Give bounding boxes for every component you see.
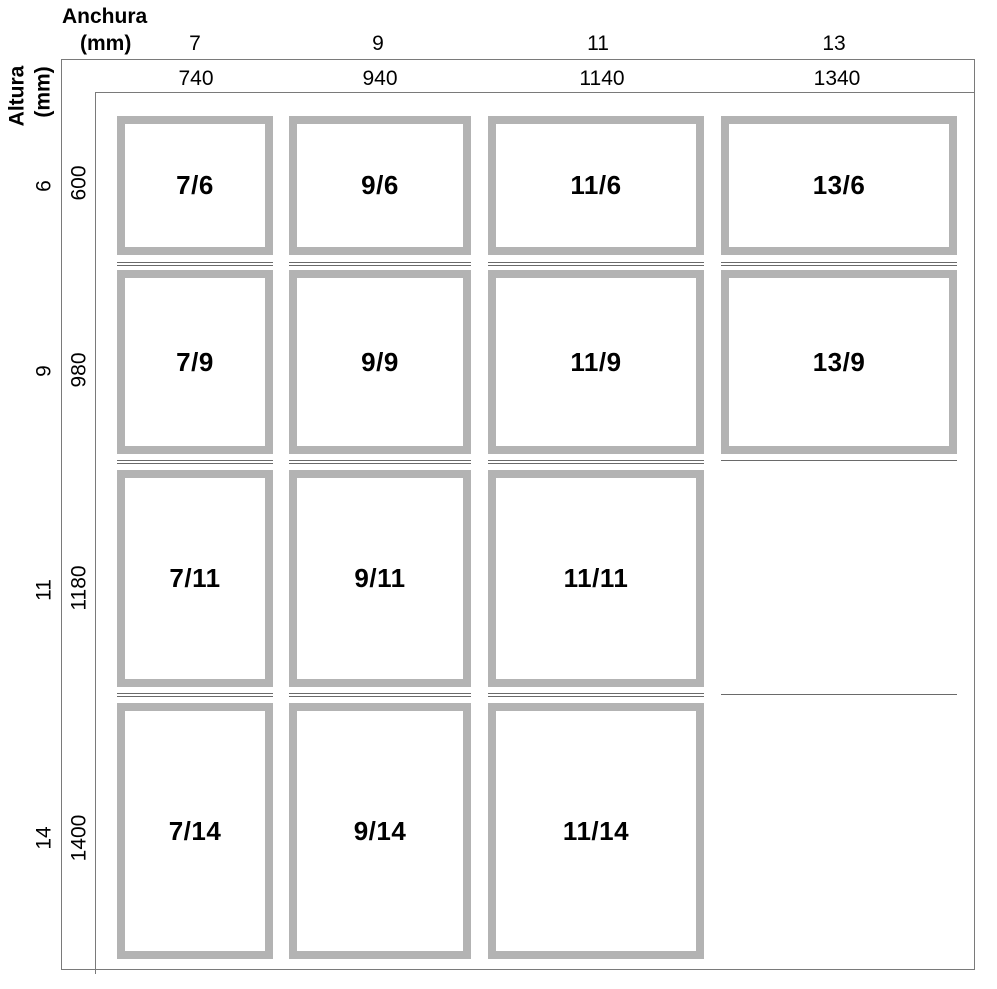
- column-width-1340: 1340: [813, 67, 861, 90]
- height-axis-label: Altura: [5, 65, 29, 127]
- window-size-label: 9/6: [361, 170, 399, 200]
- column-code-9: 9: [372, 32, 384, 55]
- window-size-label: 11/14: [562, 815, 630, 846]
- window-size-9-6[interactable]: 9/6: [289, 116, 471, 255]
- column-code-13: 13: [822, 32, 846, 55]
- row-code-11: 11: [32, 579, 56, 601]
- window-size-9-9[interactable]: 9/9: [289, 270, 471, 454]
- inner-frame-horizontal-line: [95, 92, 975, 93]
- row-code-14: 14: [32, 826, 56, 850]
- window-size-label: 11/9: [570, 346, 622, 377]
- width-unit-label: (mm): [80, 32, 132, 55]
- window-size-11-9[interactable]: 11/9: [488, 270, 704, 454]
- window-size-11-14[interactable]: 11/14: [488, 703, 704, 959]
- window-size-9-14[interactable]: 9/14: [289, 703, 471, 959]
- column-width-940: 940: [362, 67, 398, 90]
- window-size-label: 7/6: [176, 170, 214, 200]
- window-size-label: 13/6: [812, 170, 866, 200]
- row-separator: [289, 693, 471, 697]
- row-separator: [289, 262, 471, 266]
- window-size-11-6[interactable]: 11/6: [488, 116, 704, 255]
- window-size-9-11[interactable]: 9/11: [289, 470, 471, 687]
- window-size-label: 7/14: [168, 815, 222, 846]
- window-size-7-6[interactable]: 7/6: [117, 116, 273, 255]
- row-separator: [488, 693, 704, 697]
- width-axis-label: Anchura: [62, 5, 148, 28]
- window-size-7-14[interactable]: 7/14: [117, 703, 273, 959]
- row-separator: [488, 460, 704, 464]
- window-size-label: 9/9: [361, 346, 399, 377]
- window-size-label: 9/11: [354, 563, 406, 593]
- window-size-label: 13/9: [812, 346, 866, 377]
- height-unit-label: (mm): [31, 66, 55, 118]
- window-size-13-9[interactable]: 13/9: [721, 270, 957, 454]
- row-separator: [721, 694, 957, 695]
- row-separator: [117, 262, 273, 266]
- window-size-label: 9/14: [353, 815, 407, 846]
- outer-frame: [61, 59, 975, 970]
- window-size-label: 11/11: [563, 563, 629, 593]
- row-code-9: 9: [32, 365, 56, 377]
- window-size-7-11[interactable]: 7/11: [117, 470, 273, 687]
- row-separator: [117, 460, 273, 464]
- column-code-7: 7: [189, 32, 201, 55]
- row-separator: [721, 460, 957, 461]
- row-separator: [289, 460, 471, 464]
- window-size-label: 7/11: [169, 563, 221, 593]
- column-width-1140: 1140: [579, 67, 625, 90]
- inner-frame-vertical-line: [95, 92, 96, 974]
- row-separator: [488, 262, 704, 266]
- row-separator: [117, 693, 273, 697]
- window-size-label: 7/9: [176, 346, 214, 377]
- window-size-label: 11/6: [570, 170, 622, 200]
- column-code-11: 11: [587, 32, 609, 55]
- row-separator: [721, 262, 957, 266]
- column-width-740: 740: [178, 67, 214, 90]
- row-code-6: 6: [32, 180, 56, 192]
- window-size-7-9[interactable]: 7/9: [117, 270, 273, 454]
- window-size-13-6[interactable]: 13/6: [721, 116, 957, 255]
- window-size-11-11[interactable]: 11/11: [488, 470, 704, 687]
